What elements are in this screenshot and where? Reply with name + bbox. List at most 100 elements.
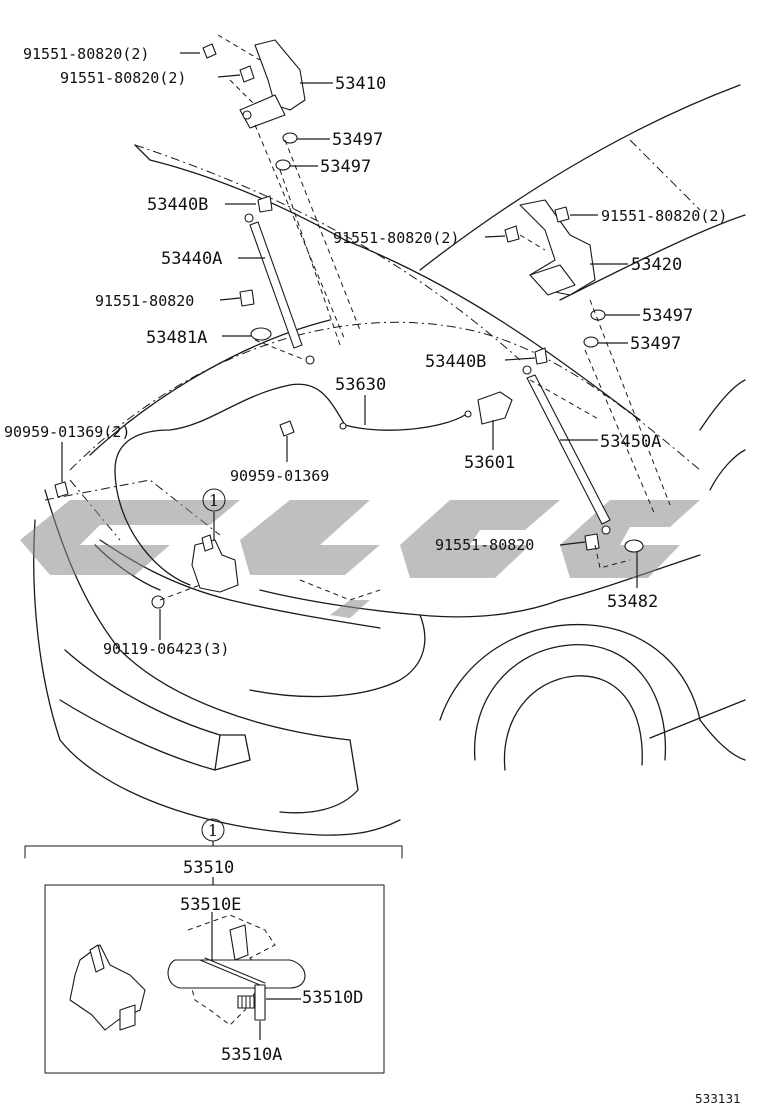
label-stud-rh: 53482: [607, 592, 658, 612]
cushion-lh-1-icon: [282, 132, 298, 144]
detail-spring-e-2: [204, 957, 266, 984]
leader-bolt-lh-single: [219, 297, 241, 301]
fender-top: [699, 379, 746, 431]
label-lock-part-e: 53510E: [180, 895, 241, 915]
cowl-line: [559, 214, 746, 301]
bumper-corner: [279, 739, 359, 814]
support-rh-rod: [526, 374, 611, 525]
hinge-rh-upper: [519, 199, 596, 296]
detail-bracket: [24, 845, 403, 859]
support-lh-drawing: [239, 195, 315, 365]
detail-lever-plate: [167, 959, 306, 989]
stay-bracket-lh-icon: [257, 195, 273, 213]
label-bolt-lh-top: 91551-80820(2): [23, 45, 149, 63]
car-body-outline: [33, 84, 746, 836]
cable-clamp-icon: [339, 422, 347, 430]
headlamp-lower: [249, 614, 426, 698]
hood-lock-body: [191, 539, 239, 593]
lock-detail-section: 1 53510 53510E 53510D 53510A: [24, 818, 403, 1074]
release-lever-pivot: [464, 410, 472, 418]
release-lever-icon: [477, 391, 513, 425]
bolt-rh-single-icon: [584, 533, 600, 551]
detail-box: [44, 884, 385, 1074]
label-release-cable: 53630: [335, 375, 386, 395]
hood-front-surface: [69, 321, 701, 471]
label-hinge-rh: 53420: [631, 255, 682, 275]
label-cushion-lh-2: 53497: [320, 157, 371, 177]
hinge-rh-lower: [529, 264, 576, 296]
clip-left-icon: [54, 481, 69, 498]
label-support-lh: 53440A: [161, 249, 222, 269]
support-lh-top-end: [244, 213, 254, 223]
leader-bolt-rh-single: [559, 541, 586, 546]
support-lh-rod: [249, 221, 303, 349]
bolt-lh-second-icon: [239, 65, 255, 83]
stud-lh-icon: [250, 327, 272, 341]
clip-center-icon: [279, 420, 295, 437]
stay-bracket-rh-icon: [534, 347, 548, 365]
wheel-arch: [439, 623, 701, 721]
front-bumper: [33, 519, 401, 836]
hood-lip: [134, 144, 346, 241]
watermark-dot: [330, 600, 370, 618]
fender-crease: [709, 449, 746, 491]
label-support-rh: 53450A: [600, 432, 661, 452]
cushion-rh-1-icon: [590, 309, 606, 321]
label-clip-center: 90959-01369: [230, 467, 329, 485]
label-lock-part-d: 53510D: [302, 988, 363, 1008]
hinge-lh-hole: [242, 110, 252, 120]
watermark-glyph-2: [240, 500, 380, 575]
detail-part-a: [254, 984, 266, 1021]
callout-1-circle: [202, 488, 226, 512]
support-rh-guide: [529, 379, 631, 569]
leader-stay-bracket-rh: [504, 357, 536, 361]
label-lock-part-a: 53510A: [221, 1045, 282, 1065]
lock-bolt-icon: [151, 595, 165, 609]
hinge-rh-guides: [519, 234, 671, 516]
a-pillar: [629, 139, 701, 211]
leader-lines: [61, 52, 640, 640]
bolt-center-icon: [504, 225, 520, 243]
hood-side: [344, 239, 641, 421]
watermark-logo: [20, 500, 700, 618]
label-lock-bolt: 90119-06423(3): [103, 640, 229, 658]
support-rh-bottom-end: [601, 525, 611, 535]
label-clip-left: 90959-01369(2): [4, 423, 130, 441]
side-sill: [649, 699, 746, 739]
detail-lock-plate: [229, 924, 249, 961]
diagram-reference-number: 533131: [695, 1092, 741, 1106]
rocker-panel: [699, 719, 746, 761]
bolt-lh-single-icon: [239, 289, 255, 307]
detail-spring-e: [199, 959, 261, 986]
hinge-rh-drawing: [504, 199, 671, 516]
lower-grille: [59, 649, 221, 771]
license-plate-corner: [214, 734, 251, 771]
watermark-glyph-3: [400, 500, 560, 578]
hinge-lh-upper: [254, 39, 306, 111]
support-bracket-dash: [299, 579, 381, 601]
label-hinge-lh: 53410: [335, 74, 386, 94]
label-cushion-rh-2: 53497: [630, 334, 681, 354]
hood-rear-edge: [134, 144, 521, 361]
label-cushion-lh-1: 53497: [332, 130, 383, 150]
label-stud-lh: 53481A: [146, 328, 207, 348]
cushion-lh-2-icon: [275, 159, 291, 171]
support-lh-bottom-end: [305, 355, 315, 365]
callout-1-detail-number: 1: [208, 821, 218, 840]
stud-rh-icon: [624, 539, 644, 553]
label-bolt-rh-single: 91551-80820: [435, 536, 534, 554]
label-stay-bracket-rh: 53440B: [425, 352, 486, 372]
label-release-lever: 53601: [464, 453, 515, 473]
hinge-lh-lower: [239, 94, 286, 129]
callout-1-number: 1: [209, 491, 219, 510]
lock-bolt-guide: [159, 584, 201, 601]
leader-bolt-center: [484, 235, 506, 238]
watermark-glyph-4: [560, 500, 700, 578]
detail-spring-d-coils: [241, 995, 259, 1009]
tire-inner: [503, 675, 643, 771]
label-lock-assy: 53510: [183, 858, 234, 878]
label-bolt-lh-second: 91551-80820(2): [60, 69, 186, 87]
label-bolt-lh-single: 91551-80820: [95, 292, 194, 310]
detail-lock-tab: [119, 1004, 136, 1031]
